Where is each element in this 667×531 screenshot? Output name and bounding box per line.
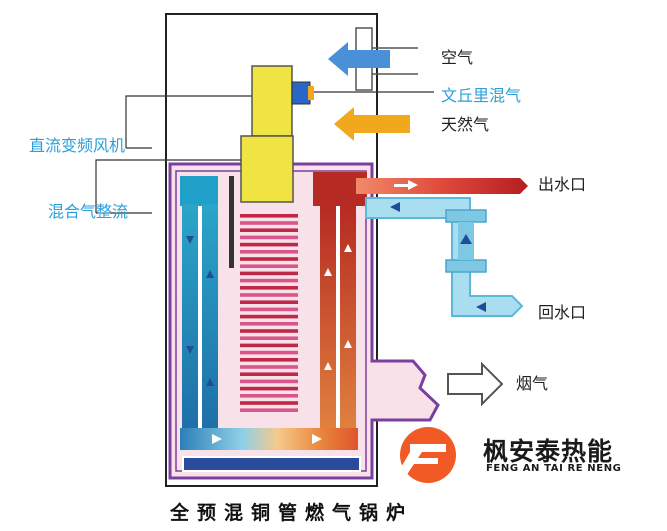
copper-tube xyxy=(240,242,298,247)
cold-water-column-left xyxy=(182,204,198,428)
water-in-label: 回水口 xyxy=(538,303,587,322)
air-label: 空气 xyxy=(441,48,474,67)
copper-tube xyxy=(240,386,298,391)
copper-tube xyxy=(240,271,298,276)
venturi-label: 文丘里混气 xyxy=(441,86,522,105)
copper-tube xyxy=(240,401,298,405)
diagram-title: 全预混铜管燃气锅炉 xyxy=(170,502,414,524)
copper-tube xyxy=(240,343,298,348)
natural-gas-label: 天然气 xyxy=(441,115,490,134)
bottom-manifold xyxy=(180,428,358,450)
copper-tube xyxy=(240,293,298,297)
water-out-label: 出水口 xyxy=(538,175,587,194)
copper-tube xyxy=(240,278,298,283)
copper-tube xyxy=(240,365,298,369)
copper-tube xyxy=(240,307,298,312)
return-water-pipe xyxy=(365,197,524,317)
copper-tube xyxy=(240,314,298,319)
copper-tube xyxy=(240,322,298,326)
hot-water-column-left xyxy=(320,204,336,428)
hot-water-column-right xyxy=(340,204,356,428)
venturi-mixer xyxy=(291,81,311,105)
copper-tube xyxy=(240,358,298,362)
copper-tube xyxy=(240,250,298,254)
copper-tube xyxy=(240,408,298,412)
copper-tube xyxy=(240,264,298,268)
copper-tube xyxy=(240,235,298,240)
burner-rod xyxy=(229,176,234,268)
copper-tube xyxy=(240,214,298,218)
copper-tube xyxy=(240,394,298,398)
hot-water-outlet-pipe xyxy=(356,178,528,194)
copper-tube xyxy=(240,379,298,384)
copper-tube xyxy=(240,228,298,232)
heat-exchanger-casing xyxy=(168,162,440,480)
air-arrow xyxy=(328,42,390,76)
fan-label: 直流变频风机 xyxy=(29,136,126,155)
copper-tube xyxy=(240,257,298,261)
flue-label: 烟气 xyxy=(516,374,549,393)
flue-gas-arrow xyxy=(447,361,504,407)
copper-tube-bundle xyxy=(240,214,298,412)
bottom-plate xyxy=(182,456,361,472)
copper-tube xyxy=(240,221,298,225)
copper-tube xyxy=(240,329,298,333)
fan-unit xyxy=(251,65,293,137)
copper-tube xyxy=(240,286,298,290)
brand-name-en: FENG AN TAI RE NENG xyxy=(486,463,622,474)
copper-tube xyxy=(240,300,298,304)
copper-tube xyxy=(240,372,298,376)
cold-water-column-right xyxy=(202,204,218,428)
brand-name-cn: 枫安泰热能 xyxy=(483,437,614,466)
brand-logo-icon xyxy=(396,427,456,483)
copper-tube xyxy=(240,336,298,340)
gas-arrow xyxy=(334,107,410,141)
mix-rectifier xyxy=(240,135,294,203)
cold-water-header xyxy=(180,176,218,206)
mix-label: 混合气整流 xyxy=(48,202,129,221)
copper-tube xyxy=(240,350,298,355)
